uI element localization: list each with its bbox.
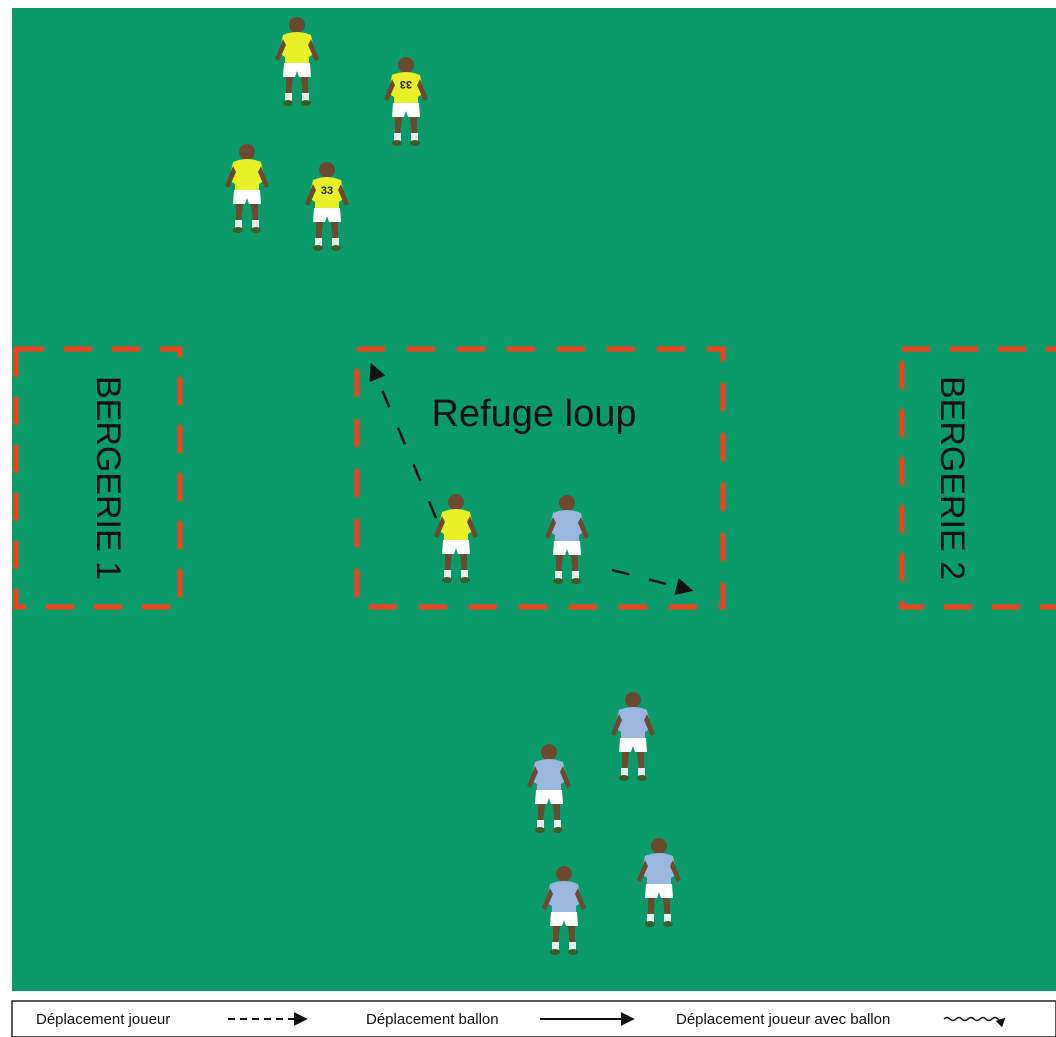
legend-ball-move-label: Déplacement ballon: [366, 1011, 499, 1028]
zone-bergerie-1-label: BERGERIE 1: [89, 376, 127, 580]
pitch: [12, 8, 1056, 991]
legend-player-move-label: Déplacement joueur: [36, 1011, 170, 1028]
player-yellow: 33: [384, 57, 428, 146]
legend: Déplacement joueur Déplacement ballon Dé…: [11, 1000, 1056, 1037]
player-number: 33: [400, 78, 412, 90]
zone-bergerie-1: BERGERIE 1: [13, 346, 183, 610]
zone-refuge-label: Refuge loup: [432, 393, 637, 435]
zone-bergerie-2-label: BERGERIE 2: [933, 376, 971, 580]
player-yellow: 33: [305, 162, 349, 251]
legend-dribble-move-label: Déplacement joueur avec ballon: [676, 1011, 890, 1028]
player-run-arrow-1: [369, 362, 438, 519]
player-run-arrow-2: [611, 568, 694, 595]
player-number: 33: [321, 185, 333, 197]
zone-bergerie-2: BERGERIE 2: [899, 346, 1056, 610]
legend-wavy-arrow-icon: [943, 1016, 1006, 1028]
zone-refuge-loup: Refuge loup: [354, 346, 726, 610]
